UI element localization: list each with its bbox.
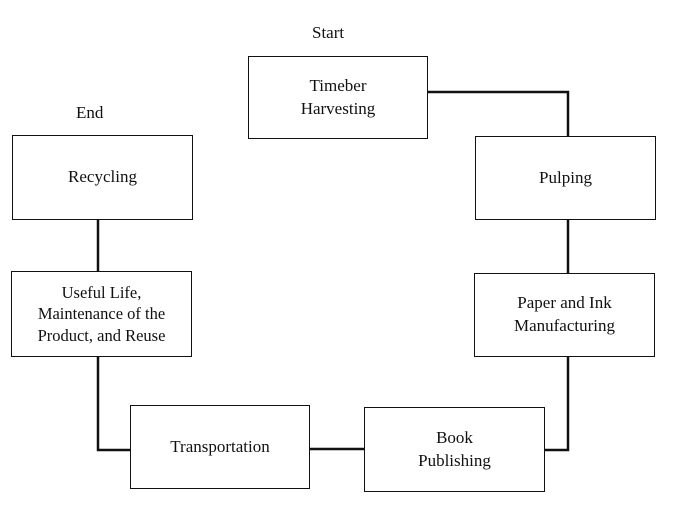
- step-book-publishing: Book Publishing: [364, 407, 545, 492]
- step-useful-life-text: Useful Life, Maintenance of the Product,…: [37, 282, 166, 345]
- step-paper-ink-manufacturing-text: Paper and Ink Manufacturing: [513, 293, 616, 335]
- step-timber-harvesting-text: Timeber Harvesting: [300, 75, 376, 118]
- step-paper-ink-manufacturing: Paper and Ink Manufacturing: [474, 273, 655, 357]
- connector-transport-to-useful: [96, 357, 130, 452]
- end-label: End: [76, 103, 104, 122]
- step-useful-life: Useful Life, Maintenance of the Product,…: [11, 271, 192, 357]
- step-timber-harvesting: Timeber Harvesting: [248, 56, 428, 139]
- step-pulping: Pulping: [475, 136, 656, 220]
- step-recycling: Recycling: [12, 135, 193, 220]
- step-recycling-text: Recycling: [68, 167, 137, 187]
- connector-paper-to-book: [545, 357, 570, 452]
- step-book-publishing-text: Book Publishing: [418, 427, 491, 470]
- step-transportation-text: Transportation: [170, 436, 270, 456]
- connector-timber-to-pulping: [428, 90, 570, 136]
- step-transportation: Transportation: [130, 405, 310, 489]
- step-pulping-text: Pulping: [539, 167, 592, 187]
- start-label: Start: [312, 23, 345, 42]
